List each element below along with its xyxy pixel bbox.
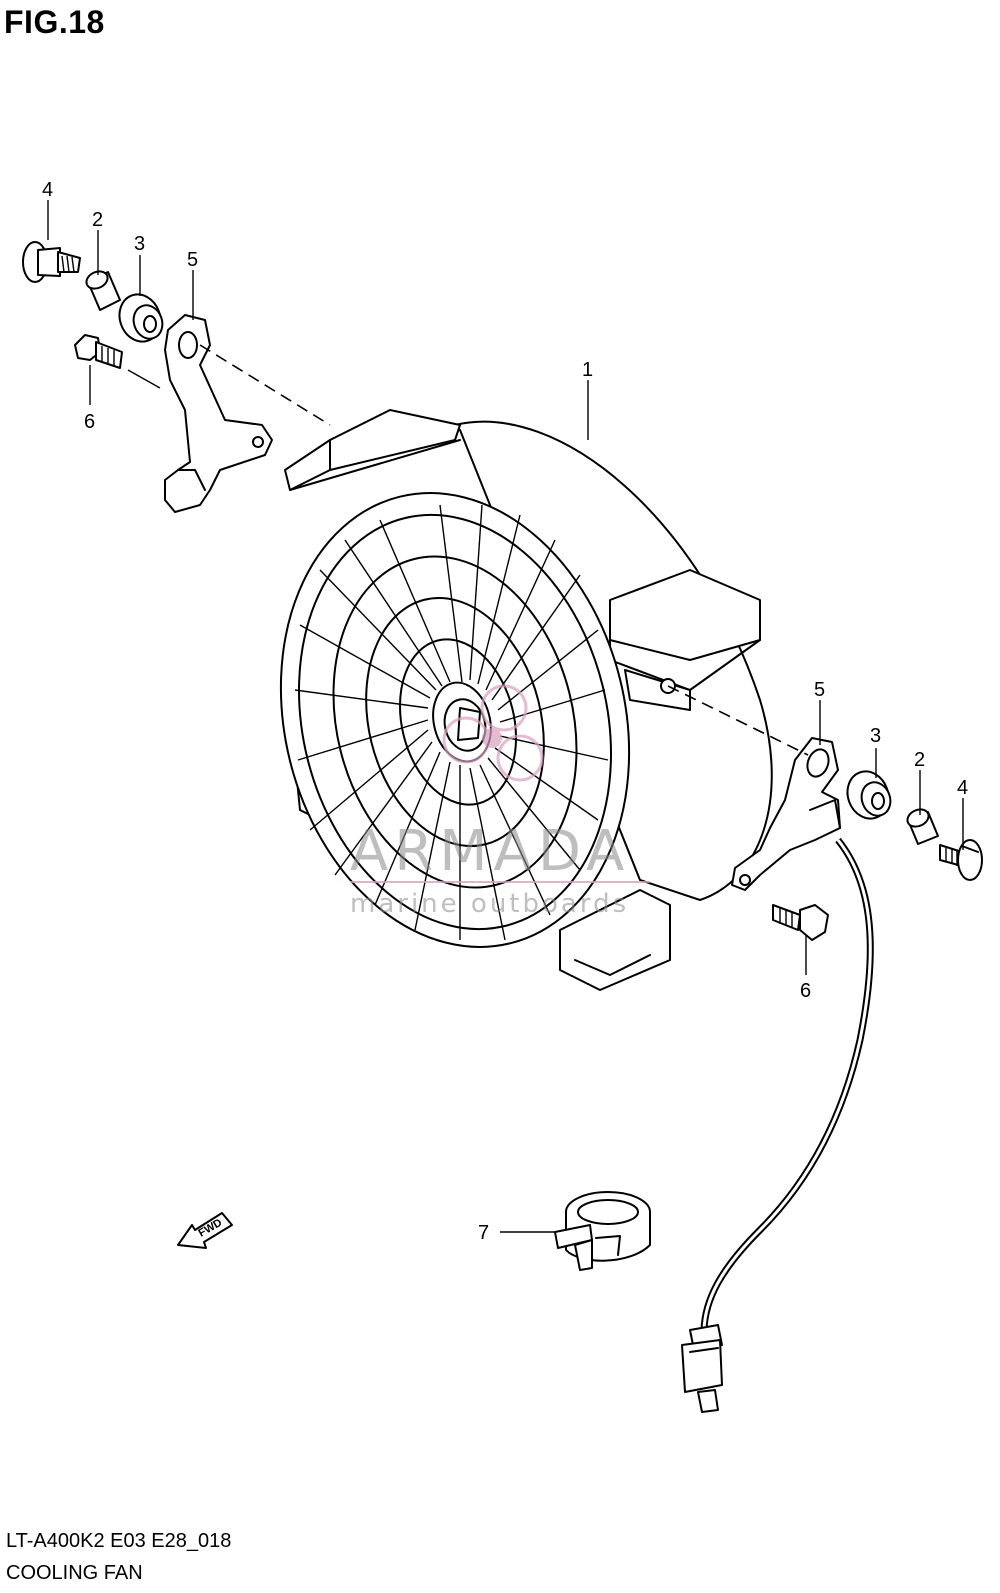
callout-2-left: 2 xyxy=(92,209,103,231)
fan-wire-harness xyxy=(702,839,872,1331)
grommet-part-3-right xyxy=(846,770,892,820)
assembly-line-left xyxy=(199,344,331,426)
watermark-tagline: marine outboards xyxy=(350,889,629,919)
right-mount-hardware xyxy=(667,685,983,1413)
callout-leaders xyxy=(47,200,964,1233)
bolt-part-6-left xyxy=(74,334,123,369)
callout-5-left: 5 xyxy=(187,249,198,271)
fwd-direction-arrow: FWD xyxy=(177,1212,233,1249)
watermark-propeller-logo xyxy=(442,684,544,782)
clamp-part-7 xyxy=(554,1191,651,1271)
callout-7: 7 xyxy=(478,1222,489,1244)
diagram-caption: COOLING FAN xyxy=(6,1562,143,1584)
bracket-part-5-left xyxy=(164,314,273,513)
callout-6-left: 6 xyxy=(84,411,95,433)
callout-3-left: 3 xyxy=(134,233,145,255)
callout-numbers: 4 2 3 5 6 1 5 3 2 4 6 7 xyxy=(42,179,968,1244)
callout-5-right: 5 xyxy=(814,679,825,701)
callout-6-right: 6 xyxy=(800,980,811,1002)
bolt-part-4-left xyxy=(22,241,81,283)
figure-title: FIG.18 xyxy=(4,4,105,40)
bracket-part-5-right xyxy=(731,737,841,891)
armada-watermark: ARMADA marine outboards xyxy=(350,684,650,919)
callout-4-right: 4 xyxy=(957,777,968,799)
collar-part-2-left xyxy=(85,270,121,311)
callout-1: 1 xyxy=(582,359,593,381)
bolt-part-4-right xyxy=(939,839,983,881)
watermark-brand: ARMADA xyxy=(350,819,630,884)
grommet-part-3-left xyxy=(118,293,164,343)
wire-connector xyxy=(681,1324,723,1413)
collar-part-2-right xyxy=(906,808,939,845)
assembly-line-right xyxy=(667,685,809,756)
callout-3-right: 3 xyxy=(870,725,881,747)
bolt-part-6-right xyxy=(772,904,829,941)
left-mount-hardware xyxy=(22,241,331,513)
assembly-line-bolt-6-left xyxy=(127,369,161,389)
callout-4-left: 4 xyxy=(42,179,53,201)
diagram-code: LT-A400K2 E03 E28_018 xyxy=(6,1530,232,1552)
callout-2-right: 2 xyxy=(914,749,925,771)
